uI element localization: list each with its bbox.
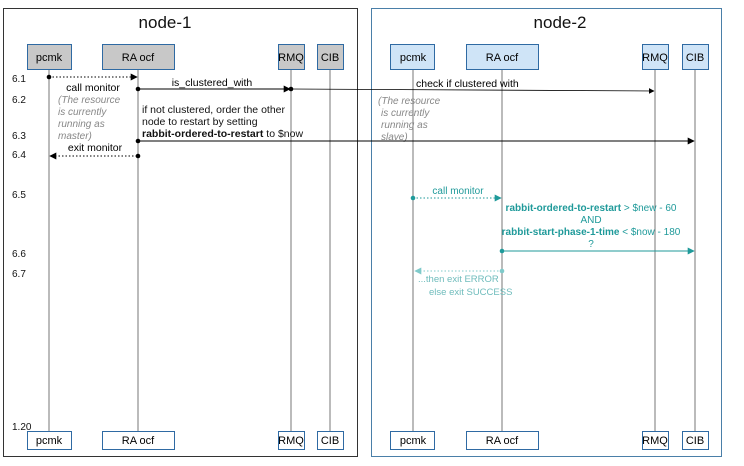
condition-note: rabbit-ordered-to-restart > $new - 60 AN… <box>502 203 681 250</box>
participant-rmq: RMQ <box>278 52 304 64</box>
step-label: 6.7 <box>12 269 26 280</box>
participant-pcmk: pcmk <box>400 52 427 64</box>
svg-text:else exit SUCCESS: else exit SUCCESS <box>429 287 512 298</box>
set-flag-label: rabbit-ordered-to-restart to $now <box>142 128 303 140</box>
participant-cib: CIB <box>321 52 339 64</box>
svg-text:node to restart by setting: node to restart by setting <box>142 116 258 128</box>
svg-text:(The resource: (The resource <box>58 95 121 106</box>
call-monitor-label: call monitor <box>66 82 120 94</box>
call-monitor-2-label: call monitor <box>432 186 484 197</box>
participant-ra-ocf: RA ocf <box>486 435 519 447</box>
node-2-state-note: (The resource is currently running as sl… <box>378 96 441 143</box>
participant-cib: CIB <box>321 435 339 447</box>
svg-text:master): master) <box>58 131 92 142</box>
exit-monitor-label: exit monitor <box>68 142 123 154</box>
participant-ra-ocf: RA ocf <box>122 52 155 64</box>
svg-text:...then exit ERROR: ...then exit ERROR <box>418 274 499 285</box>
node-2-participants-top: pcmk RA ocf RMQ CIB <box>390 44 709 70</box>
node-1-participants-top: pcmk RA ocf RMQ CIB <box>27 44 344 70</box>
svg-text:slave): slave) <box>381 132 408 143</box>
node-2-participants-bottom: pcmk RA ocf RMQ CIB <box>390 431 709 450</box>
svg-text:rabbit-ordered-to-restart > $n: rabbit-ordered-to-restart > $new - 60 <box>506 203 677 214</box>
node-1-frame <box>3 8 358 457</box>
step-label: 6.3 <box>12 131 26 142</box>
node-2-title: node-2 <box>534 13 587 32</box>
participant-pcmk: pcmk <box>400 435 427 447</box>
exit-result-note: ...then exit ERROR else exit SUCCESS <box>418 274 512 298</box>
participant-ra-ocf: RA ocf <box>122 435 155 447</box>
participant-rmq: RMQ <box>278 435 304 447</box>
svg-text:?: ? <box>588 239 594 250</box>
node-1-participants-bottom: pcmk RA ocf RMQ CIB <box>27 431 344 450</box>
step-label: 6.5 <box>12 190 26 201</box>
node-2-frame <box>371 8 722 457</box>
svg-text:if not clustered, order the ot: if not clustered, order the other <box>142 104 285 116</box>
svg-text:AND: AND <box>580 215 601 226</box>
participant-cib: CIB <box>686 435 704 447</box>
step-labels: 6.1 6.2 6.3 6.4 6.5 6.6 6.7 1.20 <box>12 74 32 433</box>
step-label: 6.2 <box>12 95 26 106</box>
participant-rmq: RMQ <box>642 435 668 447</box>
node-1-title: node-1 <box>139 13 192 32</box>
step-label: 6.4 <box>12 150 26 161</box>
participant-pcmk: pcmk <box>36 52 63 64</box>
is-clustered-with-label: is_clustered_with <box>172 77 253 89</box>
participant-pcmk: pcmk <box>36 435 63 447</box>
svg-text:is currently: is currently <box>381 108 430 119</box>
step-label: 6.6 <box>12 249 26 260</box>
svg-text:running as: running as <box>58 119 105 130</box>
step-label: 6.1 <box>12 74 26 85</box>
node-1-state-note: (The resource is currently running as ma… <box>58 95 121 142</box>
check-clustered-label: check if clustered with <box>416 78 519 90</box>
svg-text:running as: running as <box>381 120 428 131</box>
participant-ra-ocf: RA ocf <box>486 52 519 64</box>
check-clustered-arrow <box>290 88 655 94</box>
participant-cib: CIB <box>686 52 704 64</box>
not-clustered-note: if not clustered, order the other node t… <box>142 104 303 140</box>
step-label: 1.20 <box>12 422 32 433</box>
svg-text:rabbit-start-phase-1-time < $n: rabbit-start-phase-1-time < $now - 180 <box>502 227 681 238</box>
svg-text:(The resource: (The resource <box>378 96 441 107</box>
participant-rmq: RMQ <box>642 52 668 64</box>
message-start-dot <box>135 153 141 159</box>
svg-text:is currently: is currently <box>58 107 107 118</box>
